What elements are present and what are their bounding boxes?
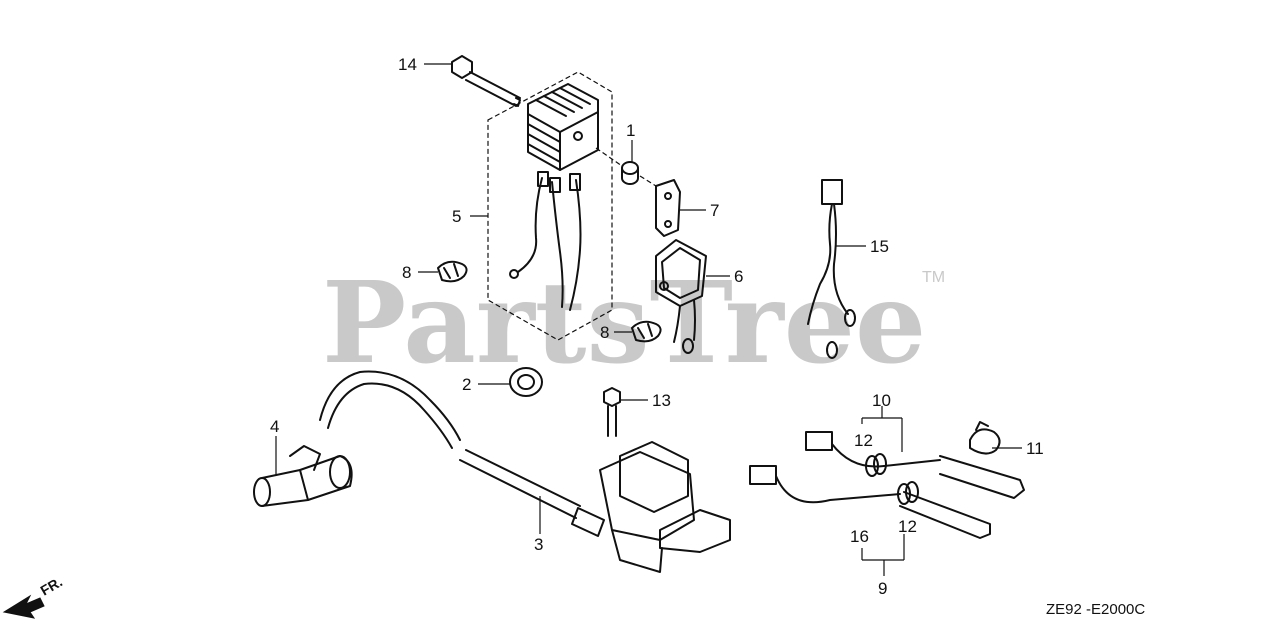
callout-15: 15 [870, 237, 889, 256]
diagram-code: ZE92 -E2000C [1046, 601, 1145, 618]
part-12-grommet-lower[interactable] [897, 481, 919, 505]
part-11-clip[interactable] [969, 421, 1001, 455]
callout-6: 6 [734, 267, 743, 286]
part-4-plug-cap[interactable] [253, 445, 353, 507]
callout-9: 9 [878, 579, 887, 598]
callout-12-lower: 12 [898, 517, 917, 536]
part-15-harness[interactable] [807, 179, 856, 359]
callout-4: 4 [270, 417, 279, 436]
part-8-clamp-lower[interactable] [631, 320, 662, 343]
part-7-bracket[interactable] [655, 179, 681, 237]
part-6-control-module[interactable] [655, 239, 707, 354]
callout-14: 14 [398, 55, 417, 74]
callout-3: 3 [534, 535, 543, 554]
callout-1: 1 [626, 121, 635, 140]
callout-8-lower: 8 [600, 323, 609, 342]
callout-16: 16 [850, 527, 869, 546]
callout-7: 7 [710, 201, 719, 220]
callout-5: 5 [452, 207, 461, 226]
part-1-collar[interactable] [621, 161, 639, 185]
part-14-bolt[interactable] [451, 55, 521, 107]
callout-13: 13 [652, 391, 671, 410]
callout-11: 11 [1026, 439, 1044, 458]
part-3-ignition-coil[interactable] [319, 370, 731, 573]
part-2-grommet[interactable] [509, 367, 543, 397]
part-10-wire-harness[interactable] [805, 431, 1025, 499]
watermark-tm: TM [922, 269, 945, 286]
part-13-bolt[interactable] [603, 387, 621, 437]
callout-8-upper: 8 [402, 263, 411, 282]
direction-label: FR. [38, 573, 66, 598]
part-16-wire-harness[interactable] [749, 465, 991, 539]
callout-10: 10 [872, 391, 891, 410]
watermark-text: PartsTree [322, 258, 926, 389]
part-8-clamp-upper[interactable] [437, 260, 468, 283]
callout-12-upper: 12 [854, 431, 873, 450]
part-5-regulator-rectifier[interactable] [487, 71, 613, 341]
part-12-grommet-upper[interactable] [865, 453, 887, 477]
callout-2: 2 [462, 375, 471, 394]
front-direction-arrow-icon [2, 594, 45, 619]
